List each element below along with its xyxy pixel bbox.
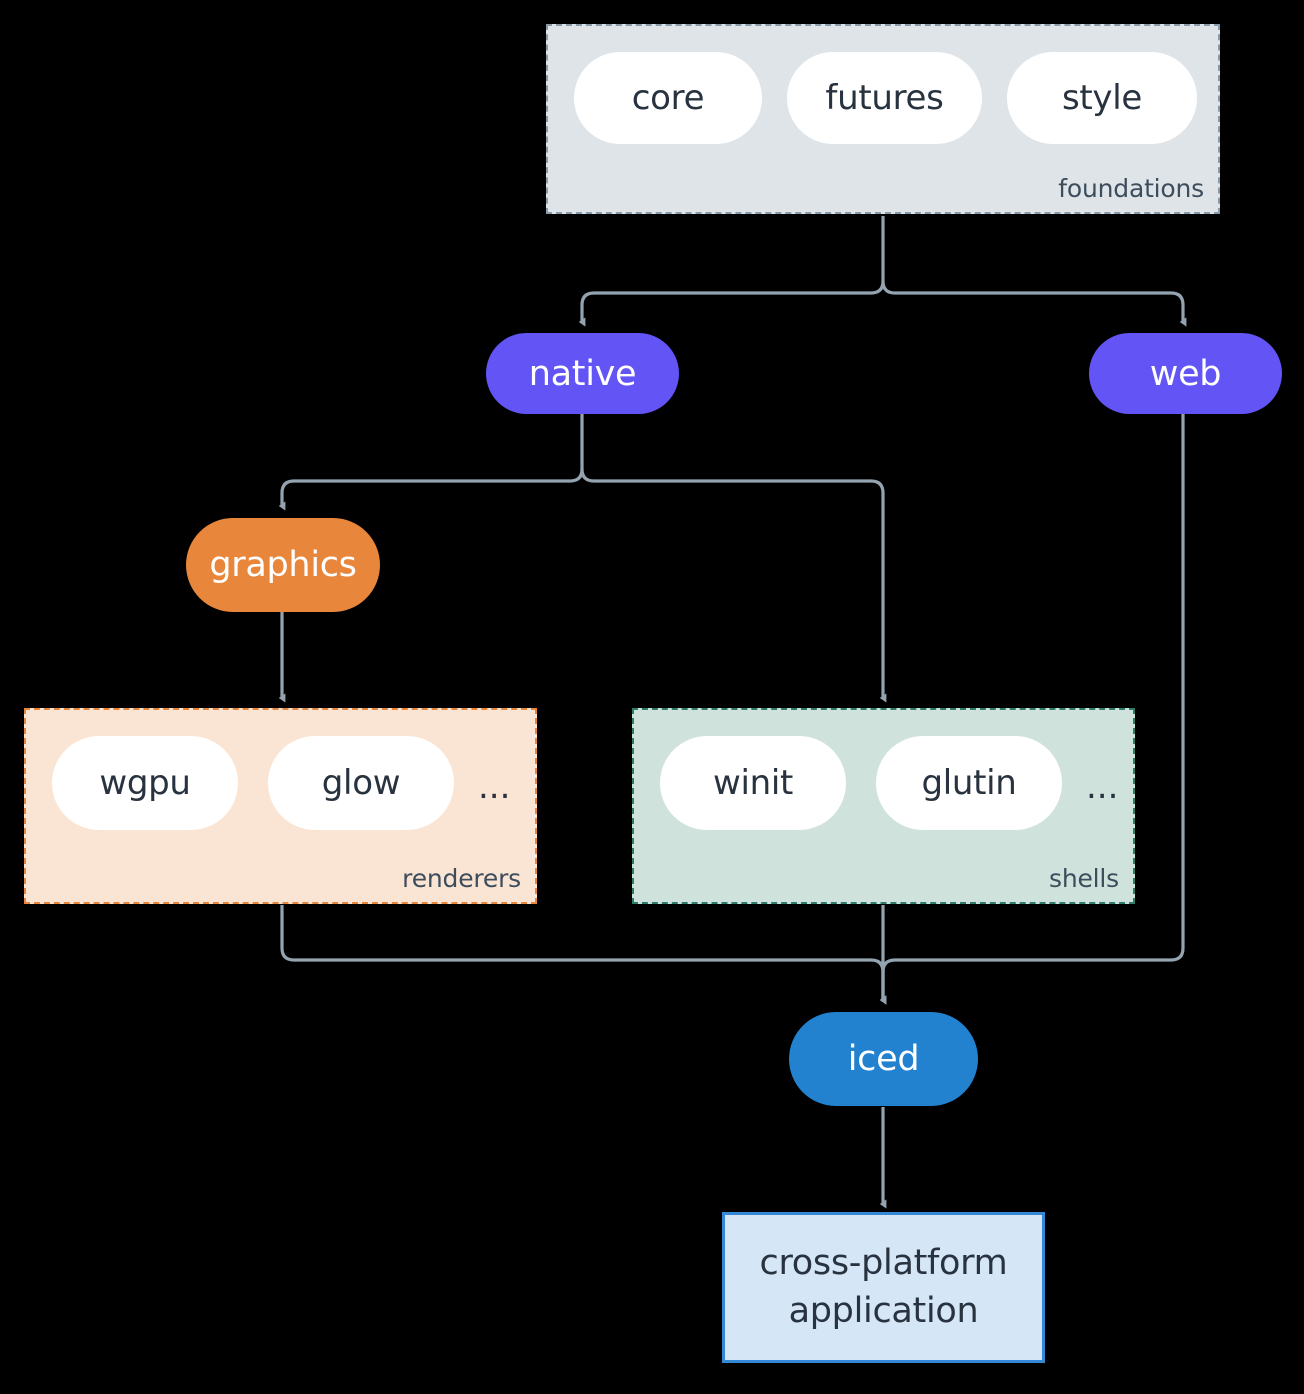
group-renderers: wgpu glow ... renderers [24,708,537,904]
node-native[interactable]: native [486,333,679,414]
edge-foundations-native [578,216,885,327]
application-text: cross-platform application [760,1240,1008,1335]
edge-web-iced [879,414,1185,1005]
group-label-renderers: renderers [402,864,521,893]
chip-glow[interactable]: glow [268,736,454,830]
group-label-foundations: foundations [1058,174,1204,203]
node-web[interactable]: web [1089,333,1282,414]
chip-core[interactable]: core [574,52,762,144]
chip-futures[interactable]: futures [787,52,982,144]
chip-label: core [631,78,705,118]
application-line-2: application [788,1290,979,1331]
application-line-1: cross-platform [759,1243,1008,1284]
group-label-shells: shells [1049,864,1119,893]
chip-label: futures [825,78,944,118]
node-label: native [528,353,637,394]
chip-label: glutin [921,763,1017,803]
edge-native-shells [580,468,887,703]
chip-more-shells: ... [1086,767,1119,807]
node-iced[interactable]: iced [789,1012,978,1106]
chip-label: glow [321,763,401,803]
group-foundations: core futures style foundations [546,24,1220,214]
edge-native-graphics [278,414,584,511]
group-shells: winit glutin ... shells [632,708,1135,904]
chip-label: wgpu [99,763,191,803]
node-label: iced [847,1039,920,1079]
chip-wgpu[interactable]: wgpu [52,736,238,830]
node-application[interactable]: cross-platform application [722,1212,1045,1363]
edge-foundations-web [881,280,1187,327]
chip-winit[interactable]: winit [660,736,846,830]
chip-glutin[interactable]: glutin [876,736,1062,830]
chip-label: winit [712,763,794,803]
chip-label: style [1061,78,1143,118]
node-graphics[interactable]: graphics [186,518,380,612]
node-label: graphics [209,545,357,585]
node-label: web [1149,353,1222,394]
chip-more-renderers: ... [478,767,511,807]
edge-renderers-iced [280,905,887,1005]
chip-style[interactable]: style [1007,52,1197,144]
